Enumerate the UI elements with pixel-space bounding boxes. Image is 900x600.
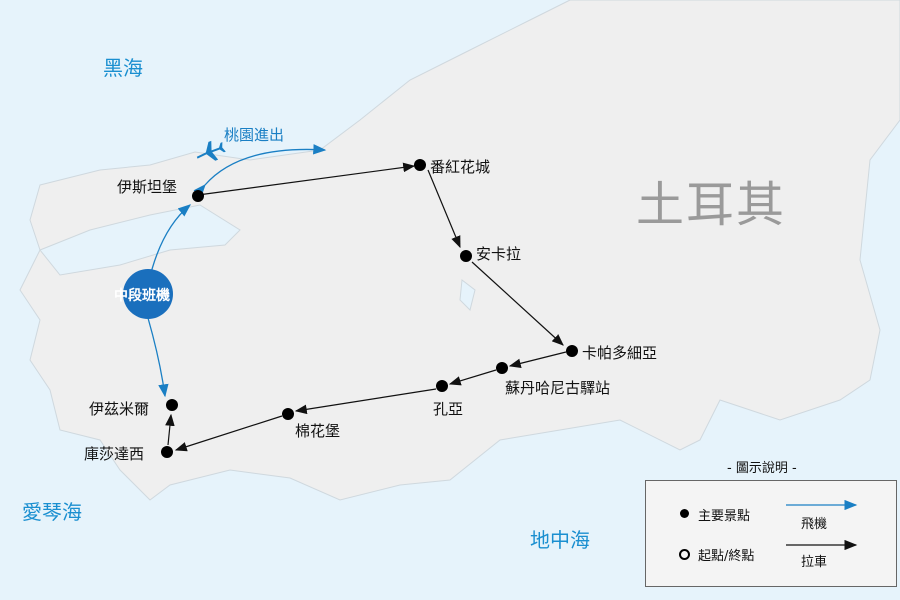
legend-bus: 拉車 <box>801 555 828 570</box>
filled-dot-icon <box>680 509 689 518</box>
bus-routes <box>165 162 567 452</box>
country-label: 土耳其 <box>636 177 787 233</box>
marmara-sea <box>39 204 241 276</box>
city-cappadocia: 卡帕多細亞 <box>582 344 658 362</box>
legend-title: - 圖示說明 - <box>727 461 797 476</box>
lake-tuz <box>459 279 476 311</box>
city-izmir: 伊茲米爾 <box>89 400 150 418</box>
taoyuan-flight-label: 桃園進出 <box>224 126 285 144</box>
domestic-flight-label: 中段班機 <box>114 288 170 304</box>
city-konya: 孔亞 <box>433 400 464 418</box>
legend: 主要景點 起點/終點 飛機 拉車 <box>645 480 897 587</box>
city-markers <box>161 159 578 458</box>
hollow-dot-icon <box>679 549 690 560</box>
legend-flight: 飛機 <box>801 517 828 532</box>
aegean-sea-label: 愛琴海 <box>22 500 82 524</box>
city-pamukkale: 棉花堡 <box>295 422 341 440</box>
domestic-flight-badge <box>123 269 173 319</box>
mediterranean-label: 地中海 <box>530 528 590 552</box>
city-ankara: 安卡拉 <box>476 245 522 263</box>
legend-arrows <box>786 499 858 551</box>
city-sultanhani: 蘇丹哈尼古驛站 <box>505 379 611 397</box>
turkey-land <box>19 0 900 501</box>
legend-start-end: 起點/終點 <box>698 549 755 564</box>
city-kusadasi: 庫莎達西 <box>84 445 145 463</box>
city-istanbul: 伊斯坦堡 <box>117 178 178 196</box>
legend-main-spot: 主要景點 <box>698 509 751 524</box>
city-safranbolu: 番紅花城 <box>430 158 491 176</box>
airplane-icon <box>196 140 226 161</box>
black-sea-label: 黑海 <box>103 56 143 80</box>
